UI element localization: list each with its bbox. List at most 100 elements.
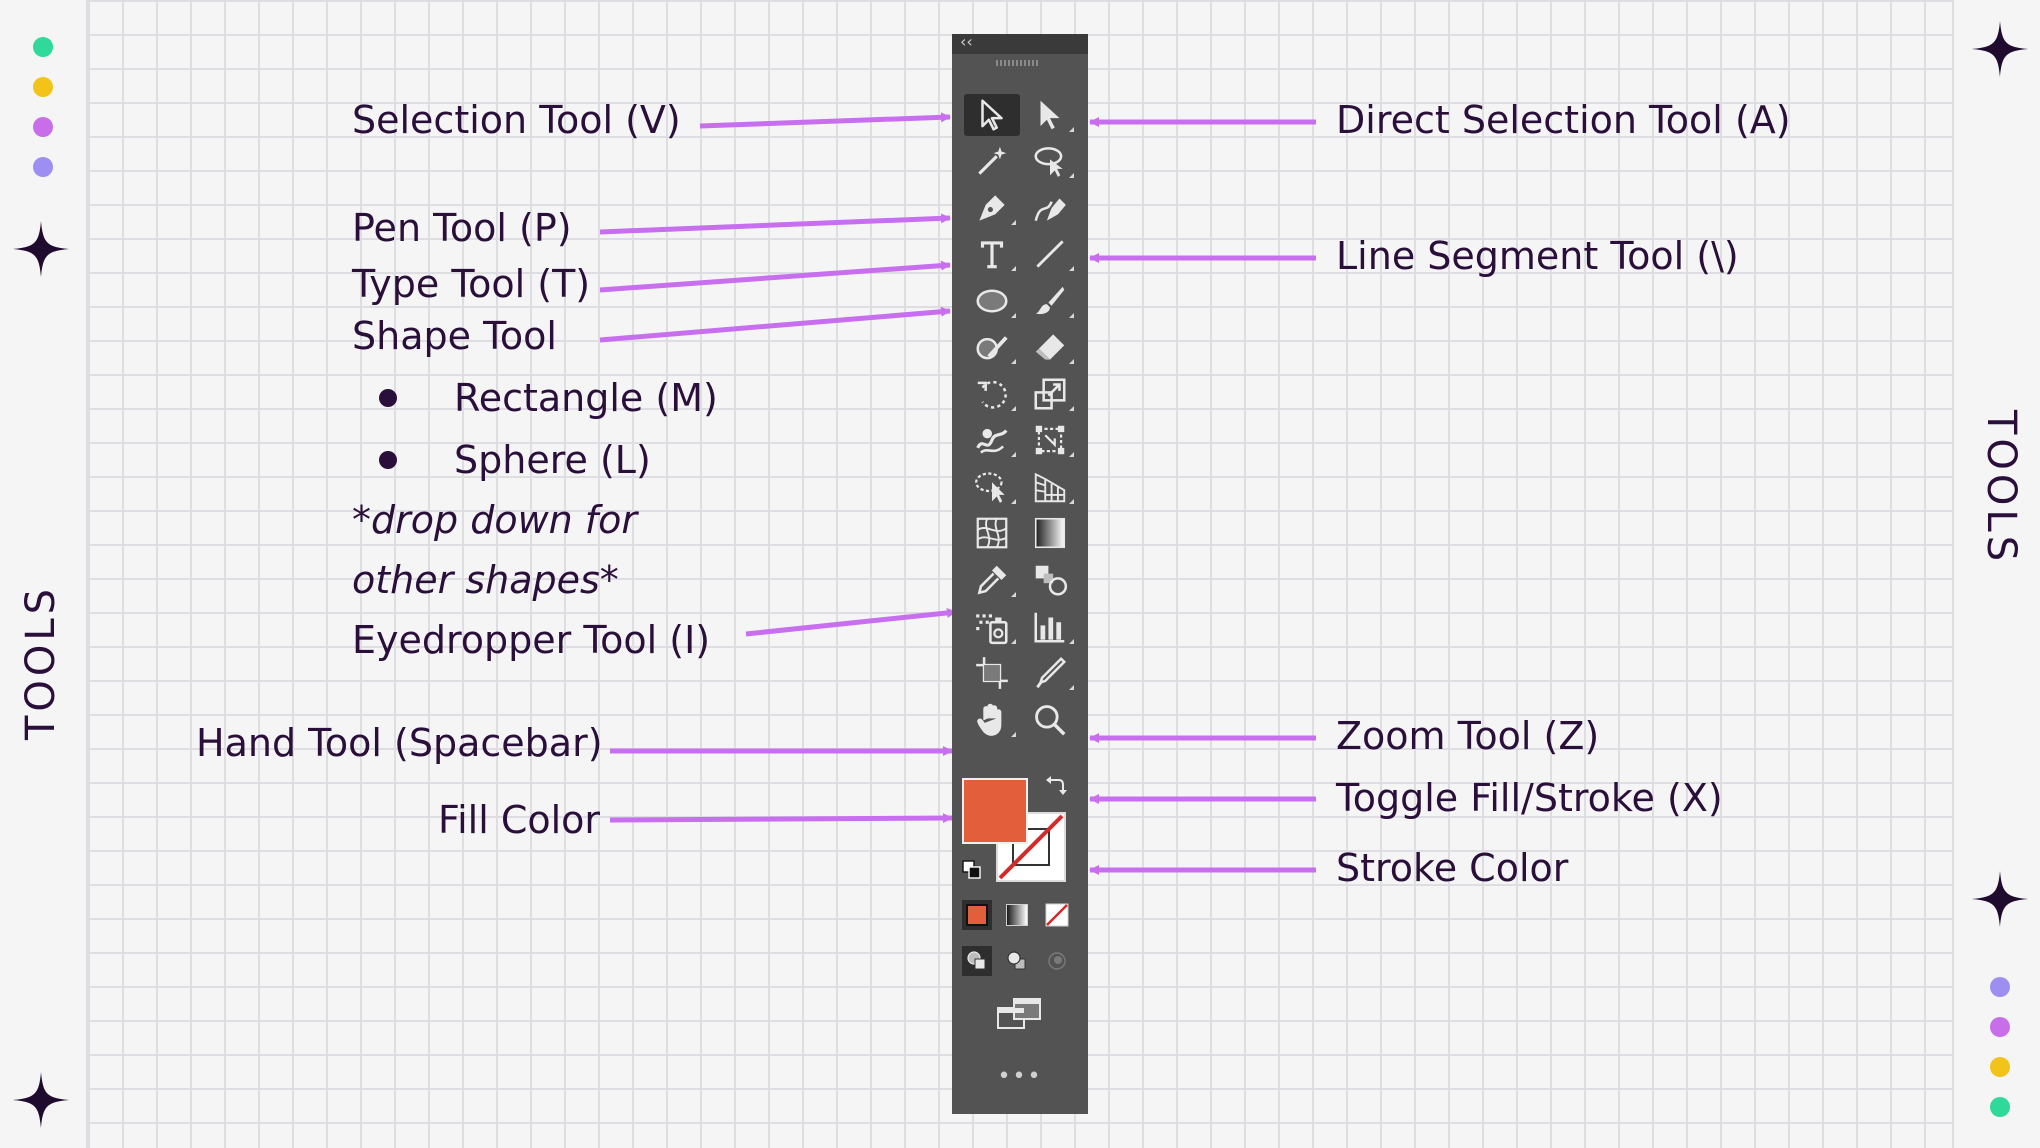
submenu-indicator: [1069, 313, 1074, 318]
draw-normal-button[interactable]: [962, 946, 992, 976]
lavender-dot: [1990, 977, 2010, 997]
graph-tool-button[interactable]: [1022, 606, 1078, 648]
label-sphere: Sphere (L): [454, 438, 651, 482]
ellipse-tool-button[interactable]: [964, 280, 1020, 322]
scale-tool-icon: [1034, 378, 1066, 410]
magic-wand-tool-button[interactable]: [964, 140, 1020, 182]
lasso-tool-button[interactable]: [1022, 140, 1078, 182]
draw-behind-icon: [1007, 951, 1026, 970]
line-segment-tool-button[interactable]: [1022, 233, 1078, 275]
submenu-indicator: [1011, 732, 1016, 737]
arrow-type: [599, 260, 951, 293]
bullet: [379, 389, 397, 407]
color-mode-swatch: [966, 904, 988, 926]
rotate-tool-button[interactable]: [964, 373, 1020, 415]
submenu-indicator: [1069, 406, 1074, 411]
label-hand-tool: Hand Tool (Spacebar): [196, 721, 603, 765]
gradient-tool-icon: [1034, 517, 1066, 549]
scale-tool-button[interactable]: [1022, 373, 1078, 415]
note-dropdown-line1: *drop down for: [352, 498, 638, 542]
panel-grip[interactable]: [996, 60, 1038, 66]
draw-inside-button[interactable]: [1042, 946, 1072, 976]
default-fill-stroke-icon[interactable]: [960, 858, 984, 882]
blend-tool-button[interactable]: [1022, 559, 1078, 601]
gradient-tool-button[interactable]: [1022, 512, 1078, 554]
mesh-tool-button[interactable]: [964, 512, 1020, 554]
warp-tool-icon: [976, 428, 1008, 454]
selection-tool-button[interactable]: [964, 94, 1020, 136]
change-screen-mode-icon[interactable]: [996, 996, 1044, 1032]
purple-dot: [33, 117, 53, 137]
label-zoom-tool: Zoom Tool (Z): [1336, 714, 1600, 758]
type-tool-icon: [980, 241, 1004, 269]
panel-header[interactable]: ‹‹: [952, 32, 1088, 54]
right-margin: [1952, 0, 2040, 1148]
submenu-indicator: [1011, 266, 1016, 271]
collapse-icon[interactable]: ‹‹: [960, 32, 973, 51]
label-pen-tool: Pen Tool (P): [352, 206, 572, 250]
mesh-tool-icon: [976, 517, 1008, 549]
submenu-indicator: [1069, 685, 1074, 690]
type-tool-button[interactable]: [964, 233, 1020, 275]
yellow-dot: [1990, 1057, 2010, 1077]
draw-behind-button[interactable]: [1002, 946, 1032, 976]
label-fill-color: Fill Color: [438, 798, 601, 842]
symbol-sprayer-tool-icon: [976, 614, 1008, 645]
shaper-tool-icon: [976, 336, 1008, 360]
arrow-fill: [609, 813, 953, 824]
sparkle-icon: [1972, 871, 2028, 927]
shaper-tool-button[interactable]: [964, 326, 1020, 368]
pen-tool-button[interactable]: [964, 187, 1020, 229]
submenu-indicator: [1011, 499, 1016, 504]
green-dot: [33, 37, 53, 57]
paintbrush-tool-button[interactable]: [1022, 280, 1078, 322]
sparkle-icon: [1972, 21, 2028, 77]
direct-selection-tool-button[interactable]: [1022, 94, 1078, 136]
eyedropper-tool-icon: [977, 565, 1007, 595]
free-transform-tool-button[interactable]: [1022, 419, 1078, 461]
color-mode-button[interactable]: [962, 900, 992, 930]
arrow-shape: [599, 306, 951, 343]
label-line-segment-tool: Line Segment Tool (\): [1336, 234, 1739, 278]
zoom-tool-button[interactable]: [1022, 699, 1078, 741]
hand-tool-button[interactable]: [964, 699, 1020, 741]
fill-color-swatch[interactable]: [962, 778, 1028, 844]
none-mode-button[interactable]: [1042, 900, 1072, 930]
eyedropper-tool-button[interactable]: [964, 559, 1020, 601]
slice-tool-button[interactable]: [1022, 652, 1078, 694]
swap-fill-stroke-icon[interactable]: [1044, 774, 1068, 798]
label-shape-tool: Shape Tool: [352, 314, 557, 358]
artboard-tool-button[interactable]: [964, 652, 1020, 694]
arrow-selection: [699, 112, 951, 129]
label-rectangle: Rectangle (M): [454, 376, 718, 420]
purple-dot: [1990, 1017, 2010, 1037]
arrow-eyedropper: [745, 607, 957, 637]
selection-tool-icon: [981, 99, 1003, 131]
eraser-tool-button[interactable]: [1022, 326, 1078, 368]
symbol-sprayer-tool-button[interactable]: [964, 606, 1020, 648]
lavender-dot: [33, 157, 53, 177]
perspective-grid-tool-button[interactable]: [1022, 466, 1078, 508]
yellow-dot: [33, 77, 53, 97]
draw-normal-icon: [967, 951, 986, 970]
bullet: [379, 451, 397, 469]
shape-builder-tool-button[interactable]: [964, 466, 1020, 508]
submenu-indicator: [1011, 406, 1016, 411]
left-margin: [0, 0, 88, 1148]
edit-toolbar-button[interactable]: •••: [997, 1064, 1043, 1089]
submenu-indicator: [1069, 639, 1074, 644]
curvature-tool-button[interactable]: [1022, 187, 1078, 229]
note-dropdown-line2: other shapes*: [352, 558, 619, 602]
slice-tool-icon: [1036, 656, 1067, 689]
gradient-mode-button[interactable]: [1002, 900, 1032, 930]
submenu-indicator: [1069, 452, 1074, 457]
label-direct-selection-tool: Direct Selection Tool (A): [1336, 98, 1791, 142]
perspective-grid-tool-icon: [1034, 472, 1066, 503]
warp-tool-button[interactable]: [964, 419, 1020, 461]
hand-tool-icon: [977, 703, 1002, 736]
submenu-indicator: [1069, 499, 1074, 504]
zoom-tool-icon: [1035, 705, 1066, 736]
side-label-left: TOOLS: [18, 584, 64, 740]
free-transform-tool-icon: [1035, 425, 1065, 455]
sparkle-icon: [13, 1072, 69, 1128]
